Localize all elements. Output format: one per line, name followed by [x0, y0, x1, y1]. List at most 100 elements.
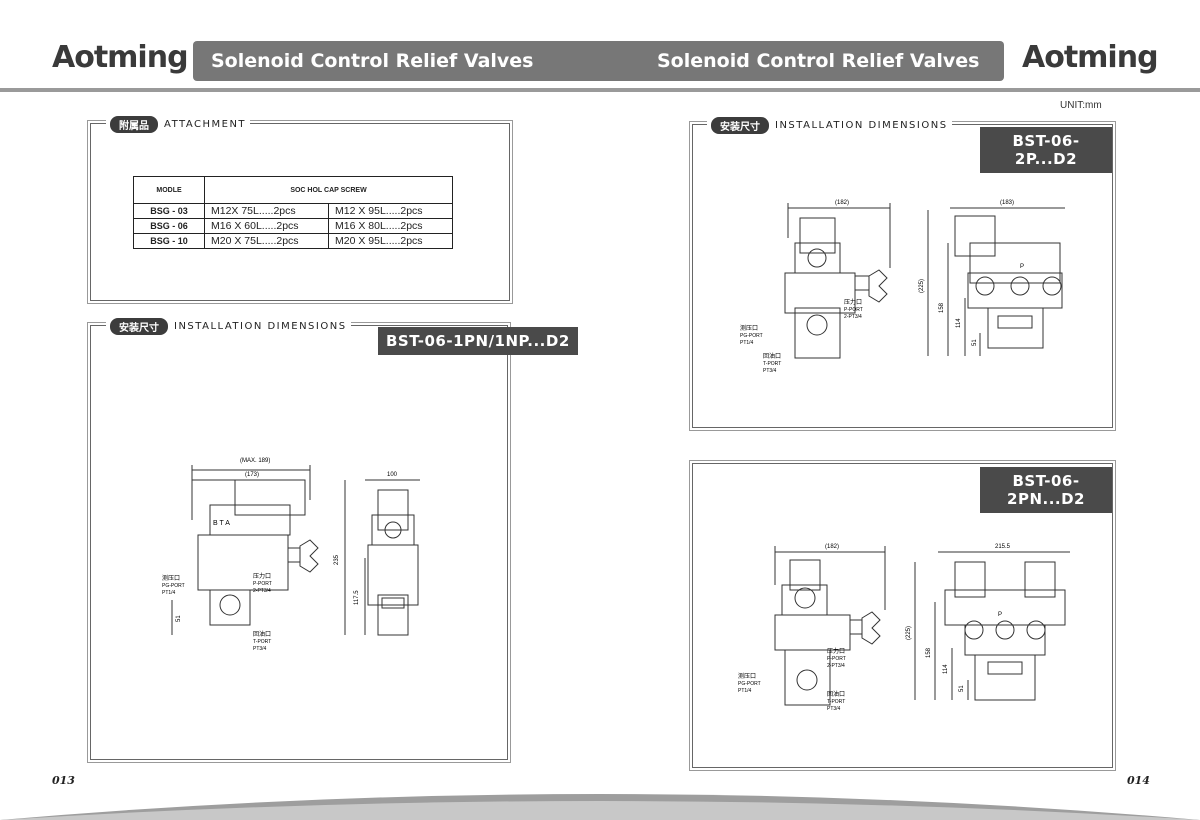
dim-h2: 158: [939, 302, 945, 313]
dim-w2: (183): [1000, 200, 1014, 206]
dim-w1: (182): [825, 544, 839, 550]
header-title-left: Solenoid Control Relief Valves: [211, 50, 534, 72]
pg-port-thread: PT1/4: [738, 688, 752, 694]
t-port-en: T-PORT: [253, 639, 271, 645]
page-number-left: 013: [52, 774, 75, 787]
pg-port-cn: 测压口: [738, 672, 756, 680]
valve-body: [784, 272, 856, 314]
front-coil: [954, 215, 996, 257]
table-header-model: MODLE: [133, 176, 205, 204]
valve-body: [197, 534, 289, 591]
p-port-en: P-PORT: [844, 307, 863, 313]
table-cell: M16 X 80L.....2pcs: [328, 218, 453, 234]
install-label: INSTALLATION DIMENSIONS: [775, 120, 948, 131]
page-number-right: 014: [1127, 774, 1150, 787]
dim-h2: 117.5: [354, 590, 360, 605]
pg-port-en: PG-PORT: [740, 333, 763, 339]
front-solenoid: [944, 589, 1066, 626]
port-circle: [219, 594, 241, 616]
dim-h1: (225): [906, 626, 912, 640]
attachment-tag: 附属品: [110, 116, 158, 133]
dim-h3: 114: [956, 318, 962, 328]
model-label-1pn: BST-06-1PN/1NP...D2: [378, 327, 578, 355]
front-port: [974, 654, 1036, 701]
dim-h1: 235: [334, 554, 340, 565]
front-coil-left: [954, 561, 986, 598]
p-port-thread: 2-PT3/4: [827, 663, 845, 669]
port-block: [209, 589, 251, 626]
pg-port-en: PG-PORT: [738, 681, 761, 687]
attachment-header: 附属品 ATTACHMENT: [106, 116, 251, 133]
drawing-1pn: (MAX. 189) (173) 100 235 117.5 51 B T A …: [162, 458, 420, 652]
attachment-table-wrap: MODLE SOC HOL CAP SCREW BSG - 03 M12X 75…: [133, 176, 453, 249]
dim-h3: 51: [176, 615, 182, 622]
install-1pn-header: 安装尺寸 INSTALLATION DIMENSIONS: [106, 318, 351, 335]
valve-body: [774, 614, 851, 651]
solenoid-coil: [234, 479, 306, 516]
pg-port-thread: PT1/4: [162, 590, 176, 596]
model-label-2p: BST-06-2P...D2: [980, 127, 1112, 173]
brand-logo-text: Aotming: [1022, 40, 1159, 75]
p-port-thread: 2-PT3/4: [844, 314, 862, 320]
table-cell: M12X 75L.....2pcs: [204, 203, 329, 219]
table-cell: M20 X 75L.....2pcs: [204, 233, 329, 249]
install-2p-header: 安装尺寸 INSTALLATION DIMENSIONS: [707, 117, 952, 134]
p-port-en: P-PORT: [253, 581, 272, 587]
front-port: [377, 594, 409, 636]
install-1pn-panel: [87, 322, 511, 763]
p-port-cn: 压力口: [827, 647, 845, 655]
install-tag: 安装尺寸: [110, 318, 168, 335]
dim-w1: (173): [245, 472, 259, 478]
dim-h4: 51: [959, 685, 965, 692]
mark-p: P: [998, 612, 1002, 618]
front-body: [964, 624, 1046, 656]
t-port-cn: 回油口: [253, 630, 271, 638]
front-body: [367, 544, 419, 606]
t-port-thread: PT3/4: [763, 368, 777, 374]
drawing-2p: (182) (183) P (225) 158 114 51 测压口 PG-PO…: [740, 200, 1065, 374]
brand-logo-left: Aotming: [52, 40, 189, 75]
footer-wave: [0, 794, 1200, 820]
front-solenoid: [969, 242, 1061, 284]
drawing-2pn: (182) 215.5 P (225) 158 114 51 测压口 PG-PO…: [738, 544, 1070, 712]
install-2p-panel: [689, 121, 1116, 431]
header-bar: [193, 41, 1004, 81]
model-label-2pn: BST-06-2PN...D2: [980, 467, 1112, 513]
pg-port-cn: 测压口: [162, 574, 180, 582]
table-cell-model: BSG - 06: [133, 218, 205, 234]
t-port-en: T-PORT: [763, 361, 781, 367]
table-cell-model: BSG - 03: [133, 203, 205, 219]
dim-h3: 114: [943, 664, 949, 674]
t-port-cn: 回油口: [763, 352, 781, 360]
table-row: BSG - 10 M20 X 75L.....2pcs M20 X 95L...…: [133, 233, 453, 249]
t-port-cn: 回油口: [827, 690, 845, 698]
t-port-thread: PT3/4: [253, 646, 267, 652]
brand-logo-right: Aotming: [1022, 40, 1159, 75]
table-cell: M16 X 60L.....2pcs: [204, 218, 329, 234]
dim-h4: 51: [972, 339, 978, 346]
pg-port-thread: PT1/4: [740, 340, 754, 346]
dim-w2: 215.5: [995, 544, 1011, 550]
front-coil-right: [1024, 561, 1056, 598]
header-title-right: Solenoid Control Relief Valves: [657, 50, 980, 72]
dim-h2: 158: [926, 647, 932, 658]
solenoid-coil: [789, 559, 821, 591]
header-rule: [0, 88, 1200, 92]
table-cell: M20 X 95L.....2pcs: [328, 233, 453, 249]
solenoid-body: [794, 242, 841, 274]
dim-w1: (182): [835, 200, 849, 206]
port-block: [784, 649, 831, 706]
table-cell: M12 X 95L.....2pcs: [328, 203, 453, 219]
unit-label: UNIT:mm: [1060, 100, 1102, 111]
solenoid-mark: B T A: [213, 520, 230, 527]
front-port: [987, 307, 1044, 349]
table-header-row: MODLE SOC HOL CAP SCREW: [133, 176, 453, 204]
table-header-screw: SOC HOL CAP SCREW: [204, 176, 453, 204]
pg-port-en: PG-PORT: [162, 583, 185, 589]
dim-w2: 100: [387, 472, 398, 478]
t-port-en: T-PORT: [827, 699, 845, 705]
p-port-cn: 压力口: [253, 572, 271, 580]
dim-h1: (225): [919, 279, 925, 293]
table-cell-model: BSG - 10: [133, 233, 205, 249]
pg-port-cn: 测压口: [740, 324, 758, 332]
